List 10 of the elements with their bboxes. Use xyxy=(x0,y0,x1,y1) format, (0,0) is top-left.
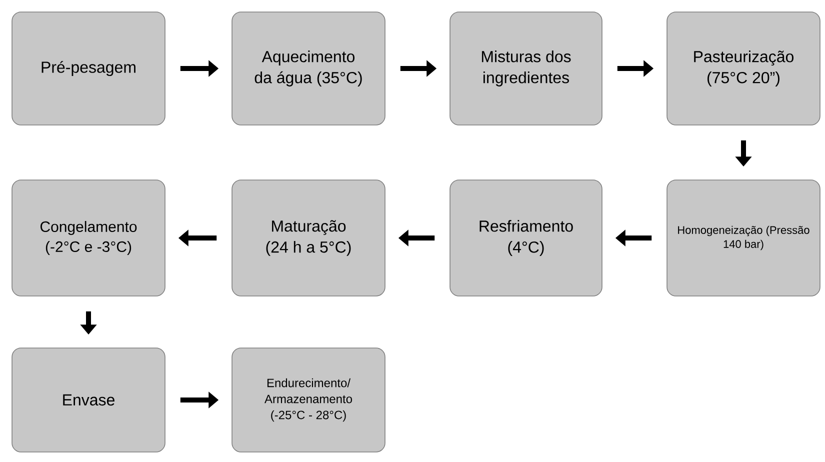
process-box: Pasteurização (75°C 20”) xyxy=(666,12,820,126)
process-box: Aquecimento da água (35°C) xyxy=(232,12,386,126)
process-box: Maturação (24 h a 5°C) xyxy=(232,180,386,296)
process-box: Misturas dos ingredientes xyxy=(450,12,602,126)
process-box: Endurecimento/ Armazenamento (-25°C - 28°C) xyxy=(232,348,386,452)
process-box: Homogeneização (Pressão 140 bar) xyxy=(666,180,820,296)
process-box: Envase xyxy=(12,348,166,452)
process-box: Congelamento (-2°C e -3°C) xyxy=(12,180,166,296)
process-box: Resfriamento (4°C) xyxy=(450,180,602,296)
process-box: Pré-pesagem xyxy=(12,12,166,126)
